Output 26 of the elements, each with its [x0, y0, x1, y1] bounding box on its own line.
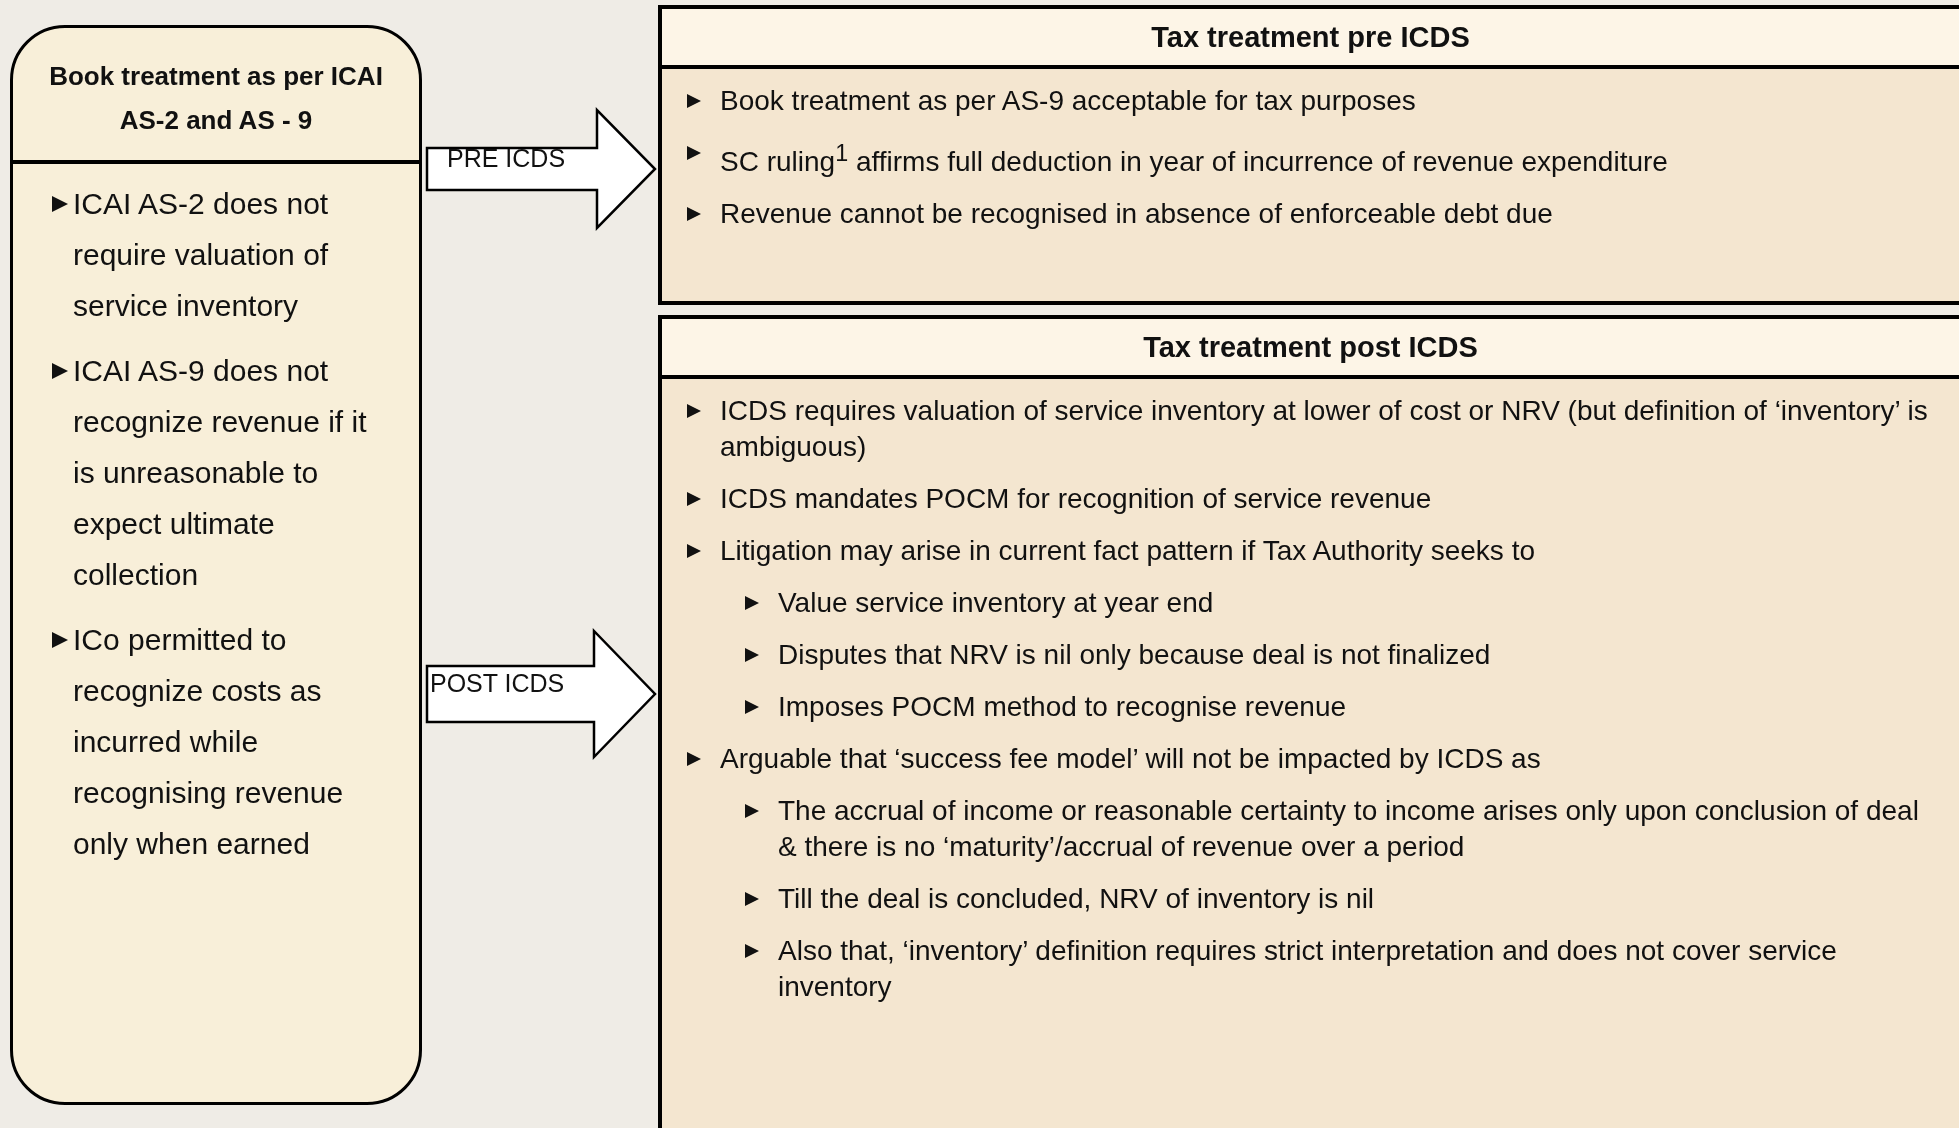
bullet-text: SC ruling$^{1}$ affirms full deduction in year of incurrence of revenue expenditure [720, 139, 1668, 180]
bullet-text: Imposes POCM method to recognise revenue [778, 690, 1347, 724]
box-heading: Book treatment as per ICAI AS-2 and AS - 9 [48, 60, 384, 137]
bullet-text: Revenue cannot be recognised in absence of enforceable debt due [720, 197, 1553, 232]
box-heading: Tax treatment post ICDS [662, 319, 1959, 379]
bullet-text: ICDS requires valuation of service inventory at lower of cost or NRV (but definition of ‘inventory’ is ambiguous) [720, 394, 1929, 464]
bullet-text: ICDS mandates POCM for recognition of service revenue [720, 482, 1432, 516]
bullet-text: ICAI AS-2 does not require valuation of service inventory [73, 186, 330, 324]
bullet-text: Also that, ‘inventory’ definition requires strict interpretation and does not cover service inventory [778, 934, 1838, 1004]
block-arrow [425, 627, 657, 761]
bullet-text: ICAI AS-9 does not recognize revenue if it is unreasonable to expect ultimate collection [73, 353, 368, 593]
rounded-text-box [10, 25, 422, 1105]
block-arrow [425, 106, 657, 232]
edge-label: PRE ICDS [447, 143, 566, 173]
bullet-text: Litigation may arise in current fact pattern if Tax Authority seeks to [720, 534, 1535, 568]
box-heading: Tax treatment pre ICDS [662, 9, 1959, 69]
text-panel [658, 315, 1959, 1128]
bullet-text: Till the deal is concluded, NRV of inventory is nil [778, 882, 1375, 916]
bullet-text: Value service inventory at year end [778, 586, 1214, 620]
bullet-text: Arguable that ‘success fee model’ will not be impacted by ICDS as [720, 742, 1541, 776]
edge-label: POST ICDS [430, 668, 565, 698]
bullet-text: The accrual of income or reasonable certainty to income arises only upon conclusion of deal & there is no ‘maturity’/accrual of revenue over a period [778, 794, 1920, 864]
bullet-text: Book treatment as per AS-9 acceptable for tax purposes [720, 84, 1416, 118]
text-panel [658, 5, 1959, 305]
bullet-text: Disputes that NRV is nil only because deal is not finalized [778, 638, 1491, 672]
bullet-text: ICo permitted to recognize costs as incurred while recognising revenue only when earned [73, 622, 345, 862]
